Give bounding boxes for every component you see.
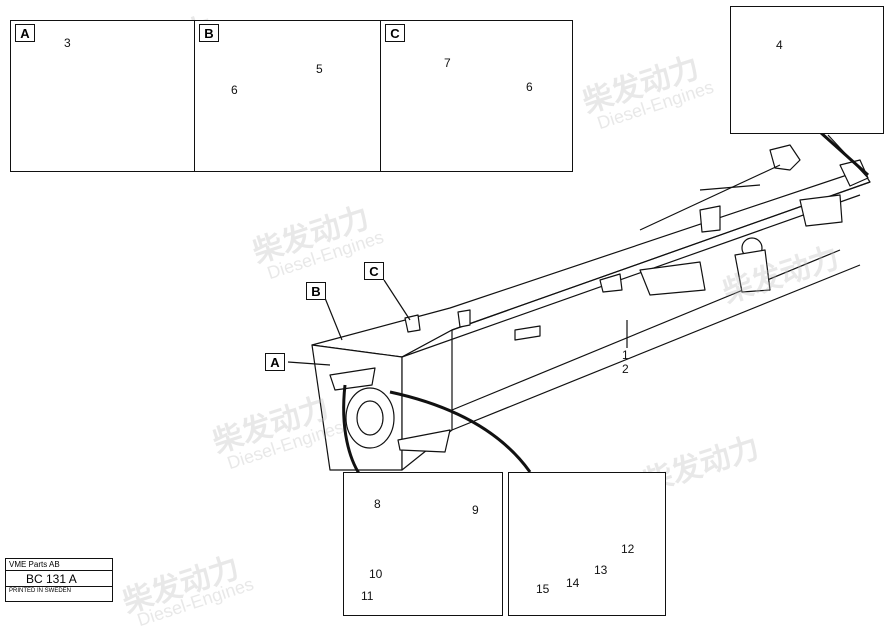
callout-b-tag: B [199,24,219,42]
leader-B [324,297,343,341]
leader-lower-left [342,384,362,476]
callout-a-tag: A [15,24,35,42]
leader-lower-right [389,390,532,473]
callout-c-frame-tag: C [364,262,384,280]
stamp-code: BC 131 A [6,571,112,587]
part-number-1: 1 [622,348,629,362]
detail-box-lower-right [508,472,666,616]
part-number-7: 7 [444,56,451,70]
callout-c-tag: C [385,24,405,42]
detail-box-c [380,20,573,172]
part-number-6: 6 [231,83,238,97]
leader-top-right [818,130,870,177]
stamp-printed: PRINTED IN SWEDEN [9,588,72,594]
callout-a-frame-tag: A [265,353,285,371]
leader-C [383,279,411,321]
detail-box-a [10,20,195,172]
detail-box-b [194,20,381,172]
detail-box-4 [730,6,884,134]
stamp-company: VME Parts AB [6,559,112,571]
part-number-2: 2 [622,362,629,376]
part-number-3: 3 [64,36,71,50]
leader-A [287,361,331,366]
part-number-14: 14 [566,576,580,590]
callout-b-frame-tag: B [306,282,326,300]
part-number-15: 15 [536,582,550,596]
part-number-4: 4 [776,38,783,52]
part-number-12: 12 [621,542,635,556]
part-number-10: 10 [369,567,383,581]
part-number-11: 11 [361,589,374,603]
part-number-9: 9 [472,503,479,517]
part-number-13: 13 [594,563,608,577]
document-stamp: VME Parts AB BC 131 A PRINTED IN SWEDEN [5,558,113,602]
part-number-8: 8 [374,497,381,511]
detail-box-lower-left [343,472,503,616]
part-number-6: 6 [526,80,533,94]
part-number-5: 5 [316,62,323,76]
frame-assembly [311,144,871,471]
